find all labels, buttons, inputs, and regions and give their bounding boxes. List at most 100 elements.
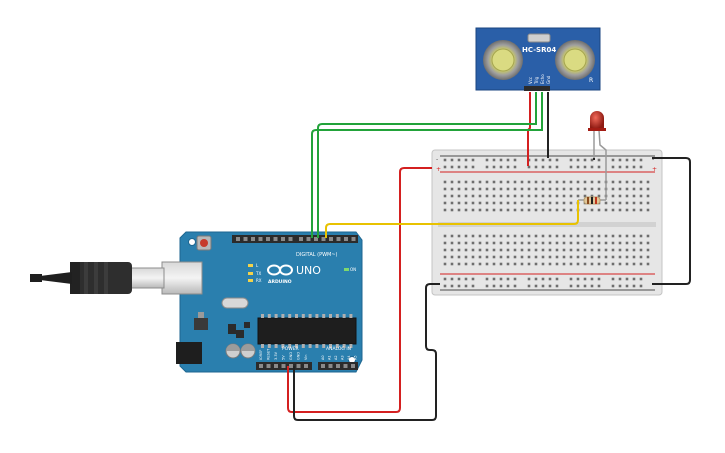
breadboard-hole[interactable]	[583, 194, 587, 198]
rail-hole[interactable]	[450, 165, 454, 169]
breadboard-hole[interactable]	[457, 201, 461, 205]
rail-hole[interactable]	[527, 165, 531, 169]
breadboard-hole[interactable]	[590, 234, 594, 238]
breadboard-hole[interactable]	[464, 255, 468, 259]
breadboard-hole[interactable]	[562, 194, 566, 198]
breadboard-hole[interactable]	[555, 180, 559, 184]
breadboard-hole[interactable]	[471, 262, 475, 266]
breadboard-hole[interactable]	[562, 234, 566, 238]
breadboard-hole[interactable]	[485, 248, 489, 252]
breadboard-hole[interactable]	[443, 180, 447, 184]
breadboard-hole[interactable]	[506, 187, 510, 191]
sensor-trig-wire[interactable]	[317, 92, 537, 238]
rail-hole[interactable]	[513, 165, 517, 169]
digital-pin[interactable]	[273, 237, 278, 241]
rail-hole[interactable]	[485, 284, 489, 288]
breadboard-hole[interactable]	[646, 248, 650, 252]
breadboard-hole[interactable]	[513, 187, 517, 191]
breadboard-hole[interactable]	[625, 208, 629, 212]
digital-pin[interactable]	[258, 237, 263, 241]
rail-hole[interactable]	[541, 284, 545, 288]
breadboard-hole[interactable]	[541, 234, 545, 238]
breadboard-hole[interactable]	[527, 180, 531, 184]
digital-pin[interactable]	[236, 237, 240, 241]
rail-hole[interactable]	[569, 284, 573, 288]
breadboard-hole[interactable]	[534, 255, 538, 259]
breadboard-hole[interactable]	[443, 262, 447, 266]
breadboard-hole[interactable]	[534, 208, 538, 212]
breadboard-hole[interactable]	[555, 201, 559, 205]
resistor[interactable]	[578, 196, 606, 205]
reset-button-cap[interactable]	[200, 239, 208, 247]
breadboard-hole[interactable]	[625, 194, 629, 198]
rail-hole[interactable]	[443, 284, 447, 288]
breadboard-hole[interactable]	[541, 208, 545, 212]
digital-pin[interactable]	[306, 237, 311, 241]
digital-pin[interactable]	[329, 237, 333, 241]
breadboard-hole[interactable]	[604, 201, 608, 205]
rail-hole[interactable]	[569, 277, 573, 281]
rail-hole[interactable]	[618, 165, 622, 169]
breadboard-hole[interactable]	[450, 194, 454, 198]
digital-pin[interactable]	[351, 237, 356, 241]
breadboard-hole[interactable]	[485, 187, 489, 191]
rail-hole[interactable]	[541, 158, 545, 162]
breadboard-hole[interactable]	[513, 208, 517, 212]
breadboard-hole[interactable]	[576, 187, 580, 191]
breadboard-hole[interactable]	[604, 255, 608, 259]
rail-hole[interactable]	[555, 165, 559, 169]
rail-hole[interactable]	[625, 165, 629, 169]
power-pin[interactable]	[274, 364, 278, 368]
power-pin[interactable]	[259, 364, 263, 368]
breadboard-hole[interactable]	[562, 187, 566, 191]
breadboard-hole[interactable]	[548, 234, 552, 238]
breadboard-hole[interactable]	[485, 180, 489, 184]
led-signal-wire[interactable]	[325, 200, 579, 238]
digital-pin-row[interactable]	[236, 237, 356, 241]
rail-hole[interactable]	[639, 277, 643, 281]
breadboard-hole[interactable]	[597, 241, 601, 245]
breadboard-hole[interactable]	[506, 255, 510, 259]
breadboard-hole[interactable]	[639, 234, 643, 238]
rail-hole[interactable]	[499, 277, 503, 281]
breadboard-hole[interactable]	[457, 241, 461, 245]
breadboard-hole[interactable]	[527, 194, 531, 198]
digital-pin[interactable]	[243, 237, 248, 241]
breadboard-hole[interactable]	[541, 241, 545, 245]
breadboard-hole[interactable]	[583, 234, 587, 238]
breadboard-hole[interactable]	[492, 201, 496, 205]
breadboard-hole[interactable]	[618, 234, 622, 238]
rail-hole[interactable]	[506, 158, 510, 162]
breadboard-hole[interactable]	[450, 234, 454, 238]
breadboard-hole[interactable]	[541, 255, 545, 259]
breadboard-hole[interactable]	[555, 208, 559, 212]
breadboard-hole[interactable]	[520, 248, 524, 252]
breadboard-hole[interactable]	[590, 241, 594, 245]
breadboard-hole[interactable]	[639, 201, 643, 205]
sensor-echo-wire[interactable]	[311, 92, 543, 238]
breadboard-hole[interactable]	[632, 194, 636, 198]
breadboard-hole[interactable]	[569, 187, 573, 191]
breadboard-hole[interactable]	[492, 208, 496, 212]
breadboard-hole[interactable]	[597, 255, 601, 259]
digital-pin[interactable]	[251, 237, 255, 241]
arduino-5v-wire[interactable]	[287, 167, 432, 413]
rail-hole[interactable]	[590, 158, 594, 162]
breadboard-hole[interactable]	[576, 234, 580, 238]
breadboard-hole[interactable]	[464, 241, 468, 245]
breadboard-hole[interactable]	[499, 241, 503, 245]
breadboard-hole[interactable]	[485, 241, 489, 245]
rail-hole[interactable]	[457, 277, 461, 281]
breadboard-hole[interactable]	[569, 241, 573, 245]
breadboard-hole[interactable]	[464, 262, 468, 266]
breadboard-hole[interactable]	[513, 234, 517, 238]
rail-hole[interactable]	[471, 158, 475, 162]
breadboard-hole[interactable]	[471, 187, 475, 191]
breadboard-hole[interactable]	[646, 241, 650, 245]
breadboard-hole[interactable]	[513, 194, 517, 198]
breadboard-hole[interactable]	[576, 241, 580, 245]
arduino-gnd-wire[interactable]	[293, 283, 440, 421]
breadboard-hole[interactable]	[478, 241, 482, 245]
breadboard-hole[interactable]	[569, 248, 573, 252]
rail-hole[interactable]	[611, 165, 615, 169]
